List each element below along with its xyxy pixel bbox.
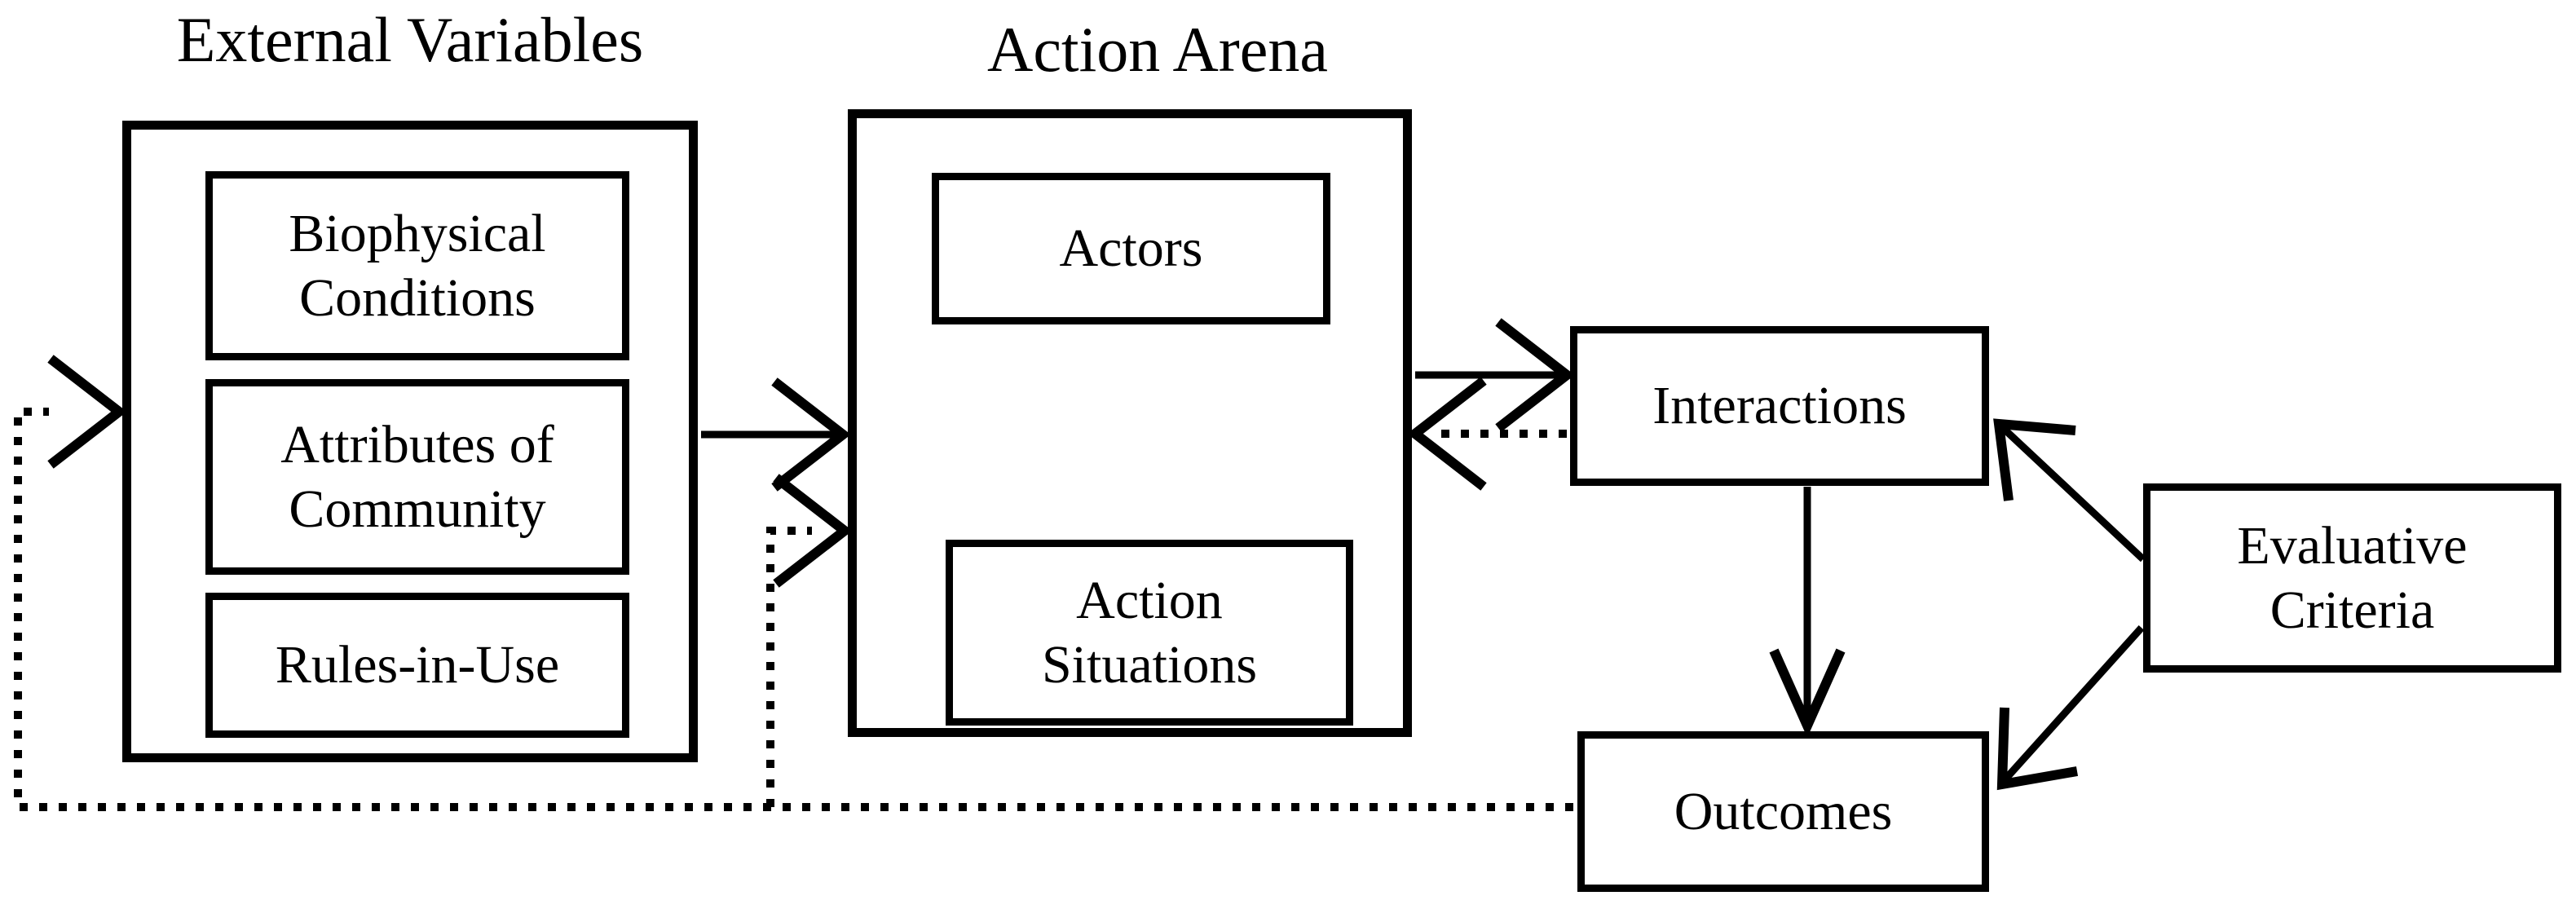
- arrow-action-arena-to-interactions: [1415, 318, 1575, 432]
- node-label: Attributes of: [280, 414, 554, 474]
- feedback-outcomes-to-external-dotted: [14, 355, 1573, 811]
- node-interactions: Interactions: [1570, 326, 1989, 486]
- node-rules-in-use: Rules-in-Use: [205, 593, 629, 738]
- node-label: Situations: [1041, 635, 1258, 695]
- node-label: Rules-in-Use: [275, 635, 560, 695]
- node-label: Outcomes: [1674, 781, 1893, 841]
- arrow-evaluative-to-interactions: [1993, 418, 2146, 563]
- arrow-interactions-to-outcomes: [1769, 487, 1846, 738]
- node-action-situations: Action Situations: [946, 540, 1353, 726]
- node-actors: Actors: [932, 173, 1330, 324]
- node-label: Criteria: [2269, 580, 2435, 640]
- arrow-external-to-action-arena: [701, 377, 851, 492]
- arrow-evaluative-to-outcomes: [1996, 624, 2145, 791]
- node-label: Biophysical: [289, 203, 546, 263]
- node-attributes-of-community: Attributes of Community: [205, 379, 629, 575]
- node-label: Interactions: [1652, 376, 1907, 436]
- external-variables-title: External Variables: [176, 4, 644, 75]
- node-evaluative-criteria: Evaluative Criteria: [2143, 483, 2561, 673]
- node-biophysical-conditions: Biophysical Conditions: [205, 171, 629, 360]
- action-arena-title: Action Arena: [986, 14, 1329, 85]
- node-label: Actors: [1059, 218, 1203, 279]
- node-label: Conditions: [299, 268, 536, 328]
- arrow-interactions-to-action-arena-dotted: [1407, 377, 1567, 491]
- feedback-outcomes-to-action-arena-dotted: [766, 474, 853, 807]
- node-label: Evaluative: [2237, 515, 2468, 576]
- node-outcomes: Outcomes: [1577, 731, 1989, 892]
- node-label: Action: [1076, 570, 1223, 630]
- node-label: Community: [289, 479, 546, 539]
